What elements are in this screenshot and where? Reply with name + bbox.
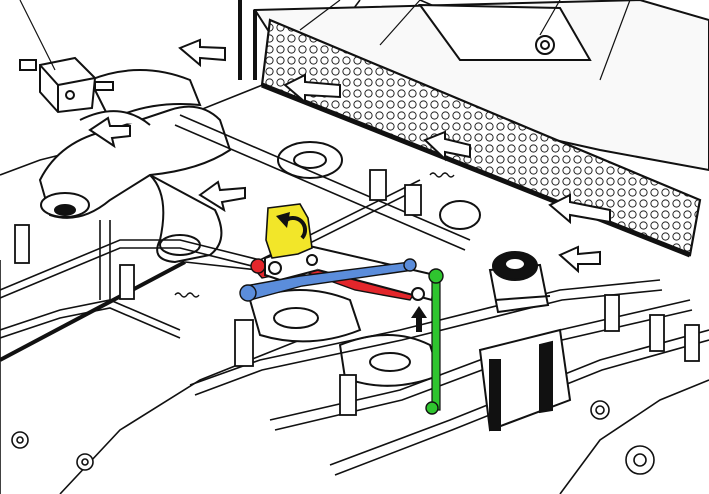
circular-arrow-icon bbox=[276, 212, 308, 240]
airflow-arrow-icon bbox=[423, 130, 471, 162]
bolts bbox=[11, 400, 655, 475]
airflow-arrow-icon bbox=[88, 116, 131, 149]
airflow-arrow-icon bbox=[283, 73, 341, 105]
airflow-arrow-icon bbox=[548, 193, 611, 225]
heat-shield bbox=[260, 18, 702, 258]
airflow-arrows bbox=[88, 38, 611, 274]
springs bbox=[174, 172, 455, 298]
airflow-arrow-icon bbox=[178, 38, 226, 68]
airflow-arrow-icon bbox=[558, 245, 601, 274]
injectors bbox=[14, 169, 700, 416]
oil-filler bbox=[478, 251, 572, 432]
yellow-quadrant bbox=[265, 203, 313, 259]
valve-cover bbox=[253, 0, 709, 172]
airflow-arrow-icon bbox=[198, 180, 246, 213]
leader-lines bbox=[19, 0, 631, 81]
blue-rod bbox=[239, 258, 417, 302]
up-arrow-icon bbox=[411, 306, 427, 332]
sensor-block bbox=[19, 56, 114, 114]
green-rod bbox=[425, 268, 444, 415]
